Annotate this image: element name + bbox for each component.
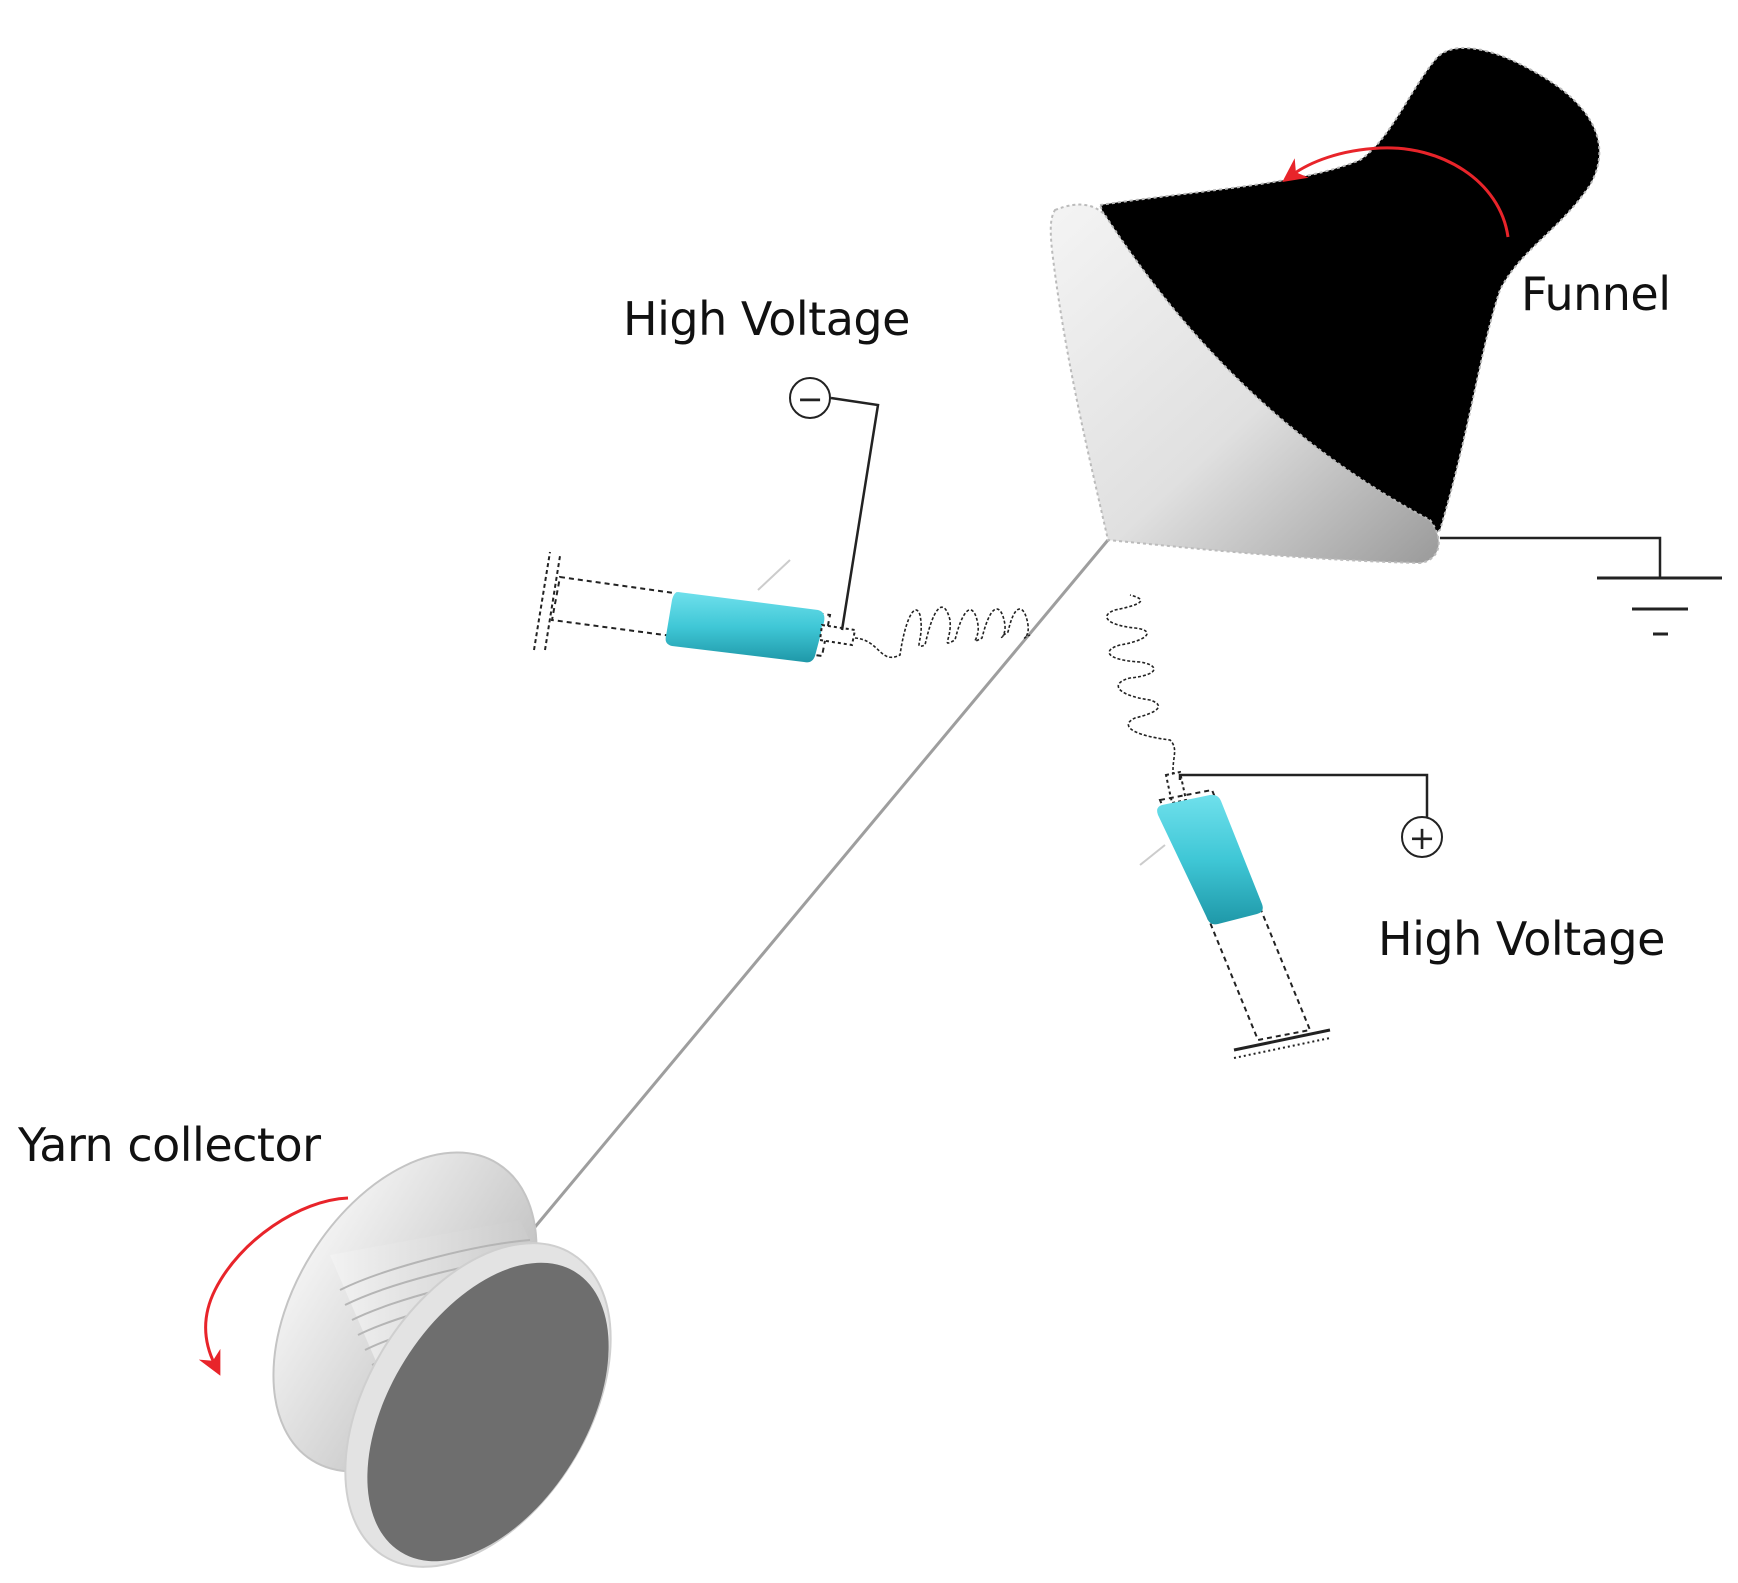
yarn-collector-label: Yarn collector	[18, 1118, 321, 1172]
positive-terminal-icon: +	[1401, 816, 1443, 858]
syringe-negative-fluid	[665, 592, 825, 663]
syringe-positive-jet-coil	[1106, 594, 1176, 781]
high-voltage-label-top: High Voltage	[623, 292, 910, 346]
high-voltage-label-bottom: High Voltage	[1378, 912, 1665, 966]
syringe-positive-base	[1233, 1028, 1331, 1059]
yarn-collector	[198, 1151, 612, 1568]
yarn-line	[518, 539, 1110, 1246]
collector-rotation-arrow	[198, 1196, 349, 1376]
funnel-label: Funnel	[1521, 267, 1671, 321]
ground-symbol-icon	[1597, 576, 1722, 636]
syringe-negative	[533, 396, 1031, 663]
funnel	[1049, 47, 1722, 636]
negative-terminal-icon: −	[789, 377, 831, 419]
syringe-positive-fluid	[1157, 794, 1263, 925]
wire-positive	[1178, 773, 1429, 817]
syringe-negative-plunger	[533, 551, 561, 651]
syringe-positive-barrel	[1158, 788, 1312, 1042]
syringe-negative-needle	[818, 623, 857, 647]
funnel-cone-face	[1049, 203, 1440, 565]
syringe-negative-jet-coil	[854, 606, 1031, 658]
ground-wire	[1440, 536, 1662, 577]
syringe-positive	[1106, 594, 1429, 1059]
funnel-rotation-arrow	[1282, 146, 1510, 238]
wire-negative	[830, 396, 880, 631]
collector-front-face	[367, 1262, 609, 1562]
